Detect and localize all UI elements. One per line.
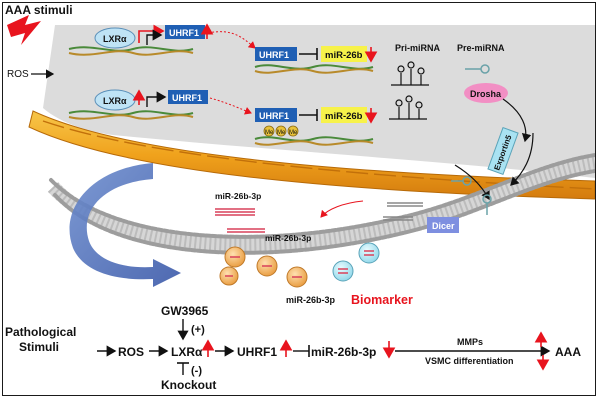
biomarker-label: Biomarker <box>351 293 413 307</box>
mir26b-label-upper: miR-26b <box>325 50 363 61</box>
dna-strand-1a <box>68 46 194 52</box>
ros-label: ROS <box>7 69 29 80</box>
drosha-label: Drosha <box>470 89 502 99</box>
membrane-outer-heads <box>49 153 595 239</box>
lxra-node-upper <box>94 27 136 49</box>
uhrf1-protein-label-lower: UHRF1 <box>259 111 289 121</box>
uhrf1-label-lower: UHRF1 <box>172 93 202 103</box>
methyl-label-1: Me <box>265 130 274 136</box>
exportin-export-arrow-b <box>510 132 534 186</box>
pathological-label-line1: Pathological <box>5 325 76 339</box>
uhrf1-to-promoter-lower <box>209 97 252 115</box>
gw3965-label: GW3965 <box>161 304 209 318</box>
uhrf1-gene-lower <box>168 90 208 104</box>
extracellular-vesicles <box>219 242 380 288</box>
knockout-label: Knockout <box>161 378 216 392</box>
dna-strand-2b <box>254 68 374 74</box>
nuclear-envelope <box>28 110 595 200</box>
methylation-marks: Me Me Me <box>263 125 299 137</box>
dna-strand-3a <box>68 110 194 116</box>
cytoplasm-pre-mirna <box>451 176 492 215</box>
aaa-pathway-diagram: AAA stimuli ROS LXRα UHRF1 UHRF1 miR-26b… <box>5 3 595 392</box>
pathway-ros: ROS <box>118 345 144 359</box>
mir26b-gene-upper <box>321 46 367 62</box>
lightning-icon <box>7 15 41 45</box>
secretion-arrow <box>69 163 181 287</box>
pri-mirna-label: Pri-miRNA <box>395 43 441 53</box>
lxra-label-lower: LXRα <box>103 96 127 106</box>
uhrf1-protein-lower <box>255 108 297 122</box>
diagram-canvas: AAA stimuli ROS LXRα UHRF1 UHRF1 miR-26b… <box>2 2 596 396</box>
drosha-to-exportin-arrow <box>502 98 532 143</box>
mir26b-gene-lower <box>321 107 367 123</box>
dna-strand-3b <box>68 114 194 120</box>
stimulus-title: AAA stimuli <box>5 3 73 17</box>
uhrf1-to-promoter-upper <box>207 31 256 49</box>
pri-mirna-hairpins-lower <box>389 95 427 120</box>
uhrf1-gene-upper <box>165 25 205 39</box>
nuclear-pore-line <box>42 120 595 190</box>
mirna-duplex-gray <box>383 202 423 221</box>
knockout-minus: (-) <box>191 365 202 377</box>
mir26b-label-lower: miR-26b <box>325 111 363 122</box>
mmps-label: MMPs <box>457 337 483 347</box>
pre-mirna-hairpin <box>465 64 490 74</box>
membrane-lipid-tails <box>47 156 595 252</box>
mir26b3p-label-upper: miR-26b-3p <box>215 191 261 201</box>
lxra-to-uhrf1-upper <box>146 29 163 45</box>
methyl-label-3: Me <box>289 130 298 136</box>
pathological-label-line2: Stimuli <box>19 340 59 354</box>
dna-strand-4b <box>254 140 374 146</box>
pre-mirna-label: Pre-miRNA <box>457 43 505 53</box>
uhrf1-protein-label-upper: UHRF1 <box>259 50 289 60</box>
pathway-uhrf1: UHRF1 <box>237 345 277 359</box>
dicer-to-mir-arrow <box>320 200 364 218</box>
pathway-lxra: LXRα <box>171 345 203 359</box>
lxra-to-uhrf1-lower <box>146 91 167 107</box>
uhrf1-protein-upper <box>255 47 297 61</box>
mirna-duplex-red <box>215 208 265 233</box>
membrane-inner-heads <box>53 169 595 255</box>
vsmc-label: VSMC differentiation <box>425 356 514 366</box>
pri-mirna-hairpins-upper <box>391 61 429 86</box>
methyl-label-2: Me <box>277 130 286 136</box>
mir26b3p-label-lower: miR-26b-3p <box>286 295 336 305</box>
gw3965-plus: (+) <box>191 324 205 336</box>
pathway-aaa: AAA <box>555 345 581 359</box>
dna-strand-1b <box>68 50 194 56</box>
pathway-mir: miR-26b-3p <box>311 345 376 359</box>
dicer-label: Dicer <box>432 221 455 231</box>
lxra-label-upper: LXRα <box>103 34 127 44</box>
dicer-enzyme <box>427 217 459 233</box>
mir26b3p-label-middle: miR-26b-3p <box>265 233 311 243</box>
nucleus-region <box>43 25 595 178</box>
uhrf1-label-upper: UHRF1 <box>169 28 199 38</box>
drosha-enzyme <box>464 83 508 103</box>
